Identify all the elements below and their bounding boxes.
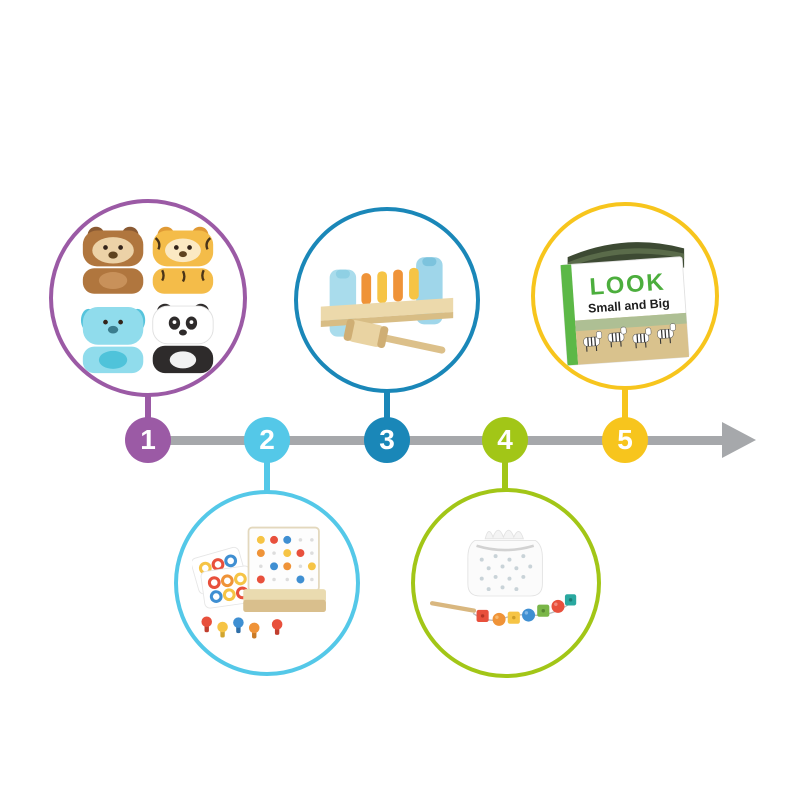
lacing-beads-image <box>429 529 577 626</box>
book-title: LOOK <box>589 269 667 301</box>
product-circle-1 <box>49 199 247 397</box>
step-number: 1 <box>140 424 156 455</box>
timeline-arrowhead-icon <box>722 422 756 458</box>
product-circle-2 <box>174 490 360 676</box>
connector-step-5 <box>622 386 628 422</box>
connector-step-3 <box>384 389 390 422</box>
step-badge-4: 4 <box>482 417 528 463</box>
product-circle-4 <box>411 488 601 678</box>
step-number: 2 <box>259 424 275 455</box>
zebra-book-image: LOOK Small and Big <box>560 242 690 366</box>
step-badge-5: 5 <box>602 417 648 463</box>
connector-step-4 <box>502 458 508 492</box>
step-badge-2: 2 <box>244 417 290 463</box>
book-spine <box>560 264 579 366</box>
step-number: 5 <box>617 424 633 455</box>
pegboard-toy-image <box>192 526 326 639</box>
book-subtitle: Small and Big <box>588 296 670 316</box>
step-badge-1: 1 <box>125 417 171 463</box>
product-circle-3 <box>294 207 480 393</box>
connector-step-2 <box>264 458 270 494</box>
animal-blocks-image <box>80 226 214 373</box>
step-number: 4 <box>497 424 513 455</box>
step-badge-3: 3 <box>364 417 410 463</box>
timeline-axis <box>130 436 726 445</box>
connector-step-1 <box>145 392 151 422</box>
step-number: 3 <box>379 424 395 455</box>
pounding-bench-image <box>320 256 454 354</box>
product-circle-5: LOOK Small and Big <box>531 202 719 390</box>
